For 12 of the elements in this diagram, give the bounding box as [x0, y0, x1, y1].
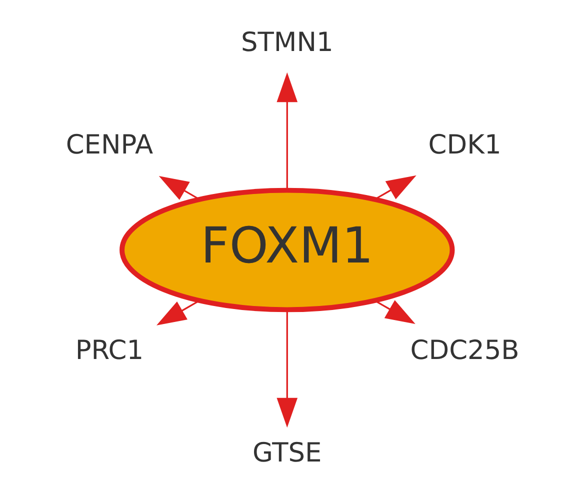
arrow	[276, 310, 298, 428]
arrow	[158, 176, 200, 200]
node-text: CDC25B	[410, 334, 519, 366]
arrow	[276, 72, 298, 190]
node-text: STMN1	[240, 27, 333, 58]
arrow	[374, 175, 416, 200]
node-text: PRC1	[74, 334, 144, 366]
node-text: CENPA	[65, 130, 153, 161]
node-text: GTSE	[252, 437, 322, 468]
arrow	[374, 300, 415, 324]
arrow	[156, 300, 200, 326]
node-text: CDK1	[428, 130, 501, 161]
